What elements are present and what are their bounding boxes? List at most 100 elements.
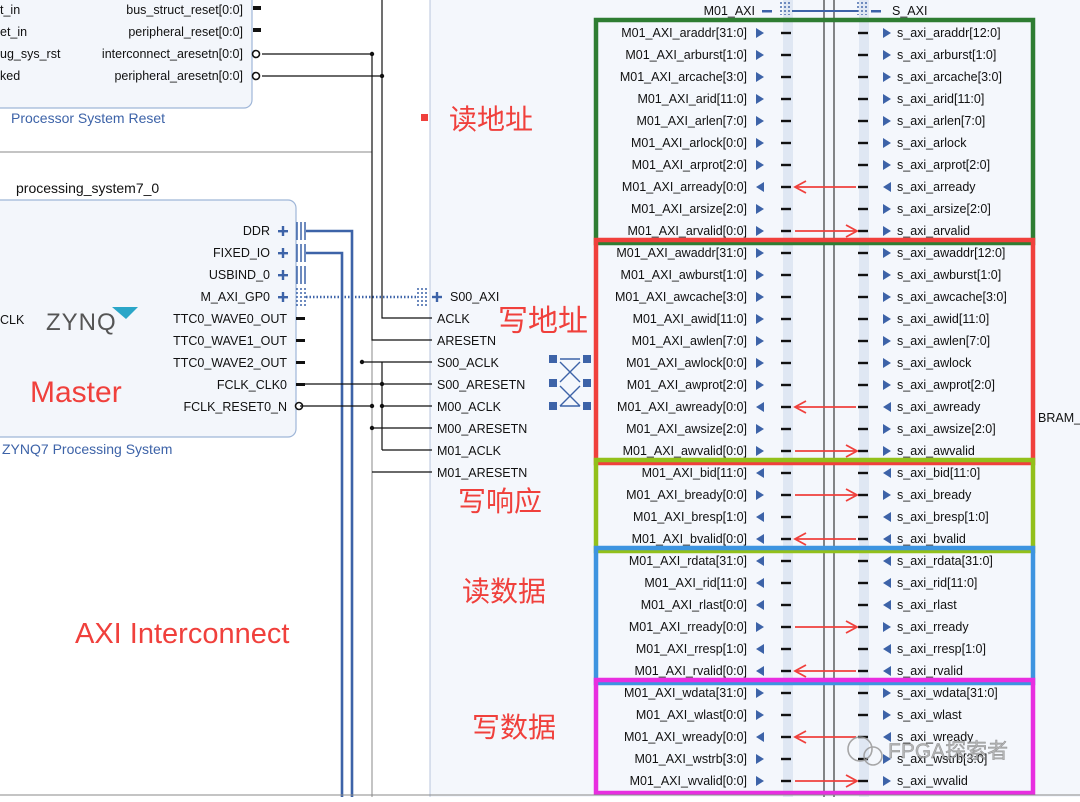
output-arrow-icon[interactable]	[756, 314, 764, 324]
port-pin[interactable]	[858, 97, 868, 101]
output-arrow-icon[interactable]	[756, 270, 764, 280]
input-arrow-icon[interactable]	[756, 644, 764, 654]
port-pin[interactable]	[858, 75, 868, 79]
port-pin[interactable]	[858, 537, 868, 541]
port-pin[interactable]	[858, 339, 868, 343]
input-arrow-icon[interactable]	[883, 182, 891, 192]
output-arrow-icon[interactable]	[756, 116, 764, 126]
port-pin[interactable]	[858, 581, 868, 585]
output-arrow-icon[interactable]	[756, 292, 764, 302]
output-arrow-icon[interactable]	[756, 776, 764, 786]
input-arrow-icon[interactable]	[756, 468, 764, 478]
output-arrow-icon[interactable]	[883, 28, 891, 38]
output-arrow-icon[interactable]	[756, 72, 764, 82]
output-arrow-icon[interactable]	[756, 446, 764, 456]
input-arrow-icon[interactable]	[756, 402, 764, 412]
input-arrow-icon[interactable]	[756, 534, 764, 544]
port-pin[interactable]	[858, 625, 868, 629]
port-pin[interactable]	[781, 339, 791, 343]
output-arrow-icon[interactable]	[756, 138, 764, 148]
port-pin[interactable]	[781, 449, 791, 453]
input-arrow-icon[interactable]	[756, 666, 764, 676]
output-arrow-icon[interactable]	[756, 424, 764, 434]
port-pin[interactable]	[858, 273, 868, 277]
port-pin[interactable]	[781, 779, 791, 783]
port-pin[interactable]	[251, 49, 261, 59]
output-arrow-icon[interactable]	[883, 688, 891, 698]
port-pin[interactable]	[858, 119, 868, 123]
input-arrow-icon[interactable]	[883, 512, 891, 522]
output-arrow-icon[interactable]	[756, 50, 764, 60]
port-pin[interactable]	[858, 713, 868, 717]
output-arrow-icon[interactable]	[883, 446, 891, 456]
port-pin[interactable]	[858, 427, 868, 431]
port-pin[interactable]	[858, 31, 868, 35]
port-pin[interactable]	[781, 251, 791, 255]
port-pin[interactable]	[858, 471, 868, 475]
output-arrow-icon[interactable]	[883, 490, 891, 500]
output-arrow-icon[interactable]	[883, 622, 891, 632]
port-pin[interactable]	[781, 229, 791, 233]
input-arrow-icon[interactable]	[883, 402, 891, 412]
port-pin[interactable]	[781, 273, 791, 277]
output-arrow-icon[interactable]	[883, 94, 891, 104]
port-pin[interactable]	[781, 317, 791, 321]
output-arrow-icon[interactable]	[883, 72, 891, 82]
processor-system-reset-block[interactable]: t_in et_in ug_sys_rst ked bus_struct_res…	[0, 0, 261, 126]
input-arrow-icon[interactable]	[883, 468, 891, 478]
output-arrow-icon[interactable]	[756, 160, 764, 170]
output-arrow-icon[interactable]	[756, 754, 764, 764]
port-pin[interactable]	[781, 31, 791, 35]
port-pin[interactable]	[858, 141, 868, 145]
port-pin[interactable]	[858, 317, 868, 321]
minus-icon[interactable]	[762, 10, 772, 13]
zynq-processing-system-block[interactable]: CLK ZYNQ DDR FIXED_IO USBIND_0 M_AXI_GP0…	[0, 199, 305, 457]
port-pin[interactable]	[858, 603, 868, 607]
port-pin[interactable]	[781, 625, 791, 629]
output-arrow-icon[interactable]	[756, 226, 764, 236]
port-pin[interactable]	[781, 515, 791, 519]
port-pin[interactable]	[781, 603, 791, 607]
port-pin[interactable]	[781, 427, 791, 431]
output-arrow-icon[interactable]	[883, 270, 891, 280]
output-arrow-icon[interactable]	[883, 226, 891, 236]
port-pin[interactable]	[781, 97, 791, 101]
port-pin[interactable]	[858, 163, 868, 167]
port-pin[interactable]	[858, 559, 868, 563]
output-arrow-icon[interactable]	[883, 160, 891, 170]
port-pin[interactable]	[781, 405, 791, 409]
port-pin[interactable]	[781, 713, 791, 717]
plus-icon[interactable]	[278, 248, 288, 258]
output-arrow-icon[interactable]	[883, 204, 891, 214]
port-pin[interactable]	[781, 207, 791, 211]
output-arrow-icon[interactable]	[756, 336, 764, 346]
output-arrow-icon[interactable]	[883, 138, 891, 148]
port-pin[interactable]	[781, 581, 791, 585]
port-pin[interactable]	[781, 669, 791, 673]
input-arrow-icon[interactable]	[883, 600, 891, 610]
output-arrow-icon[interactable]	[756, 710, 764, 720]
output-arrow-icon[interactable]	[883, 50, 891, 60]
port-pin[interactable]	[781, 537, 791, 541]
output-arrow-icon[interactable]	[883, 292, 891, 302]
output-arrow-icon[interactable]	[883, 424, 891, 434]
port-pin[interactable]	[858, 757, 868, 761]
port-pin[interactable]	[781, 735, 791, 739]
port-pin[interactable]	[781, 295, 791, 299]
output-arrow-icon[interactable]	[756, 358, 764, 368]
port-pin[interactable]	[781, 53, 791, 57]
output-arrow-icon[interactable]	[883, 314, 891, 324]
input-arrow-icon[interactable]	[756, 182, 764, 192]
port-pin[interactable]	[251, 71, 261, 81]
output-arrow-icon[interactable]	[883, 776, 891, 786]
port-pin[interactable]	[858, 449, 868, 453]
input-arrow-icon[interactable]	[883, 732, 891, 742]
port-pin[interactable]	[858, 515, 868, 519]
port-pin[interactable]	[858, 405, 868, 409]
port-pin[interactable]	[858, 295, 868, 299]
port-pin[interactable]	[296, 317, 305, 320]
output-arrow-icon[interactable]	[883, 710, 891, 720]
input-arrow-icon[interactable]	[756, 732, 764, 742]
port-pin[interactable]	[858, 207, 868, 211]
output-arrow-icon[interactable]	[756, 490, 764, 500]
